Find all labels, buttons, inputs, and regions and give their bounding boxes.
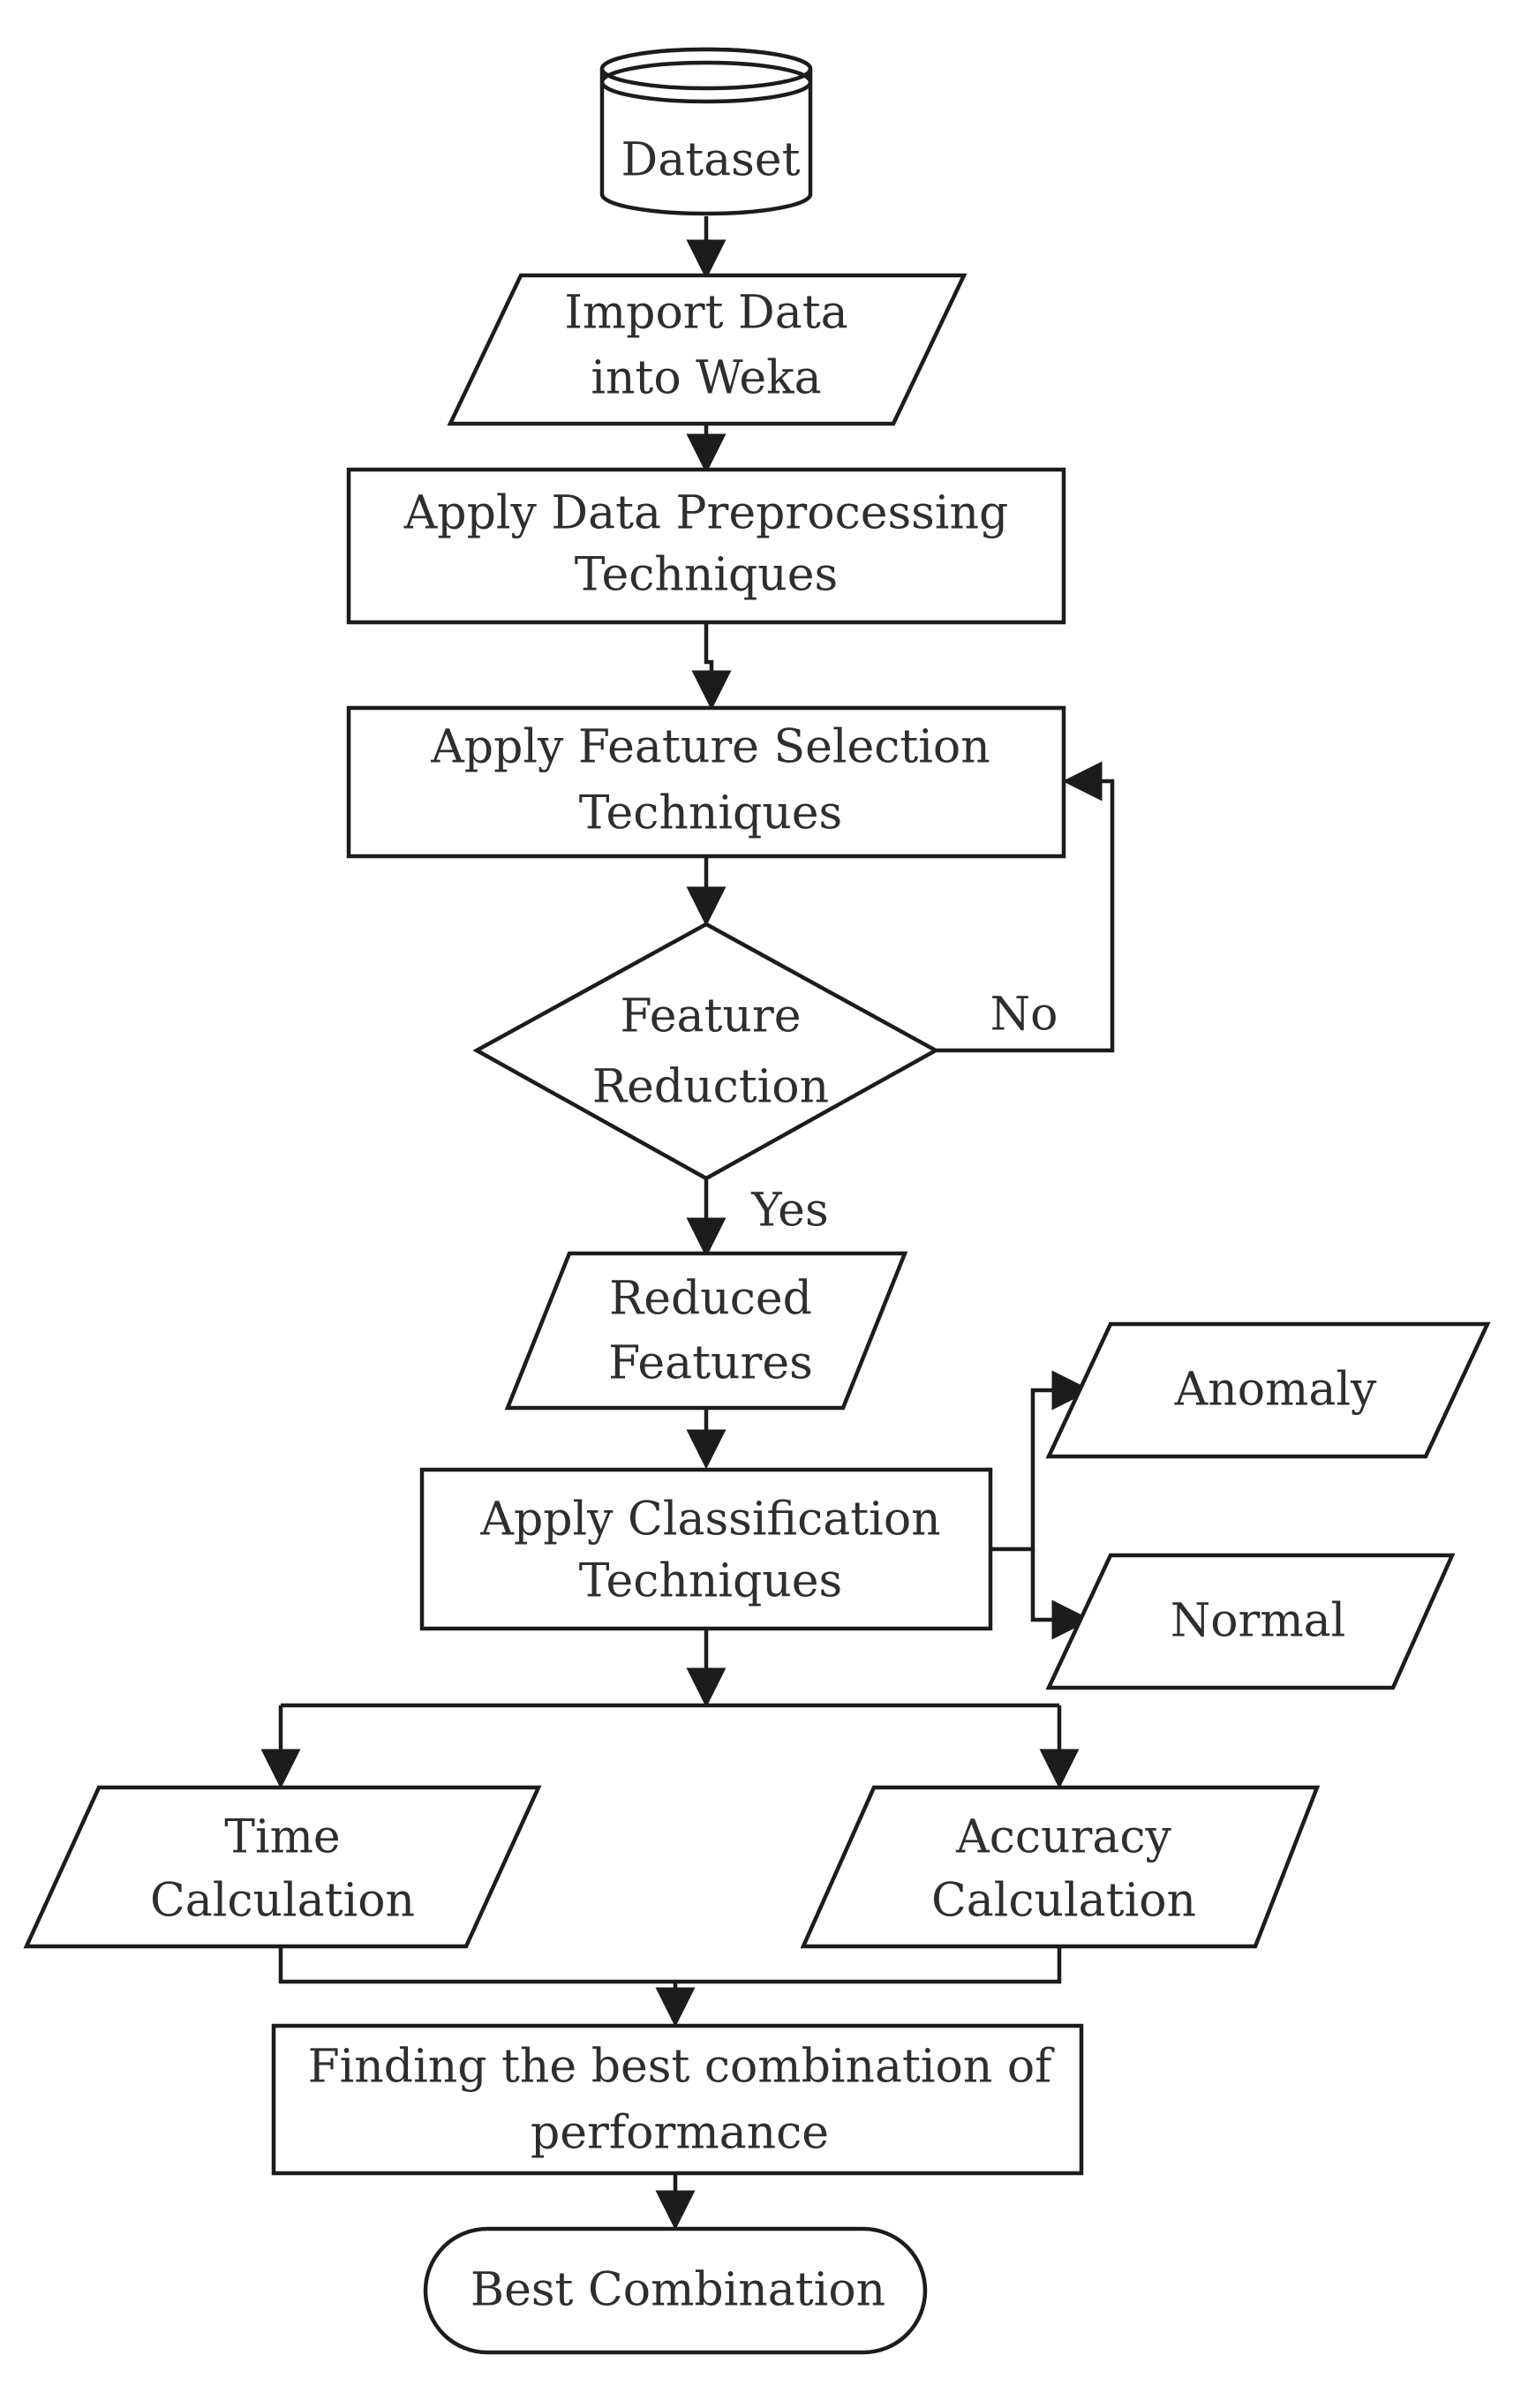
arrow-preprocess-to-feature-select [691, 622, 732, 711]
reduced-features-parallelogram [504, 1251, 908, 1411]
best-combination-label: Best Combination [471, 2264, 885, 2317]
reduced-label-line1: Reduced [609, 1273, 812, 1326]
feature-select-label-line1: Apply Feature Selection [430, 721, 990, 774]
import-label-line2: into Weka [591, 352, 821, 405]
normal-label: Normal [1171, 1595, 1346, 1648]
join-accuracy [675, 1946, 1062, 1984]
connectors [260, 216, 1115, 2231]
arrow-classify-to-normal [1030, 1549, 1092, 1640]
classification-box [419, 1467, 993, 1631]
time-label-line1: Time [224, 1811, 340, 1864]
anomaly-parallelogram [1045, 1321, 1491, 1459]
feature-selection-box [346, 705, 1066, 859]
finding-box [271, 2023, 1084, 2176]
finding-label-line2: performance [531, 2107, 829, 2160]
arrow-classify-to-anomaly [990, 1370, 1092, 1552]
feature-select-label-line2: Techniques [579, 787, 842, 840]
import-data-parallelogram [447, 273, 968, 426]
accuracy-label-line1: Accuracy [955, 1811, 1171, 1864]
normal-parallelogram [1045, 1553, 1456, 1690]
accuracy-calculation-parallelogram [800, 1785, 1321, 1949]
no-label: No [990, 989, 1058, 1042]
finding-label-line1: Finding the best combination of [308, 2041, 1056, 2094]
classify-label-line2: Techniques [579, 1555, 842, 1608]
yes-label: Yes [750, 1185, 828, 1238]
accuracy-label-line2: Calculation [931, 1875, 1196, 1928]
time-label-line2: Calculation [150, 1875, 415, 1928]
decision-label-line2: Reduction [592, 1061, 829, 1114]
labels: Dataset Import Data into Weka Apply Data… [150, 134, 1377, 2317]
cylinder-top [599, 47, 813, 91]
join-time [278, 1946, 675, 1984]
preprocess-label-line2: Techniques [575, 549, 838, 602]
best-combination-terminator [423, 2226, 928, 2355]
feature-reduction-diamond [472, 922, 940, 1181]
preprocess-box [346, 467, 1066, 625]
anomaly-label: Anomaly [1174, 1364, 1377, 1417]
dataset-node [599, 47, 813, 216]
cylinder-rim [599, 60, 813, 104]
import-label-line1: Import Data [564, 287, 847, 340]
preprocess-label-line1: Apply Data Preprocessing [403, 487, 1009, 540]
arrow-decision-no-loop [936, 761, 1115, 1053]
classify-label-line1: Apply Classification [479, 1494, 940, 1546]
decision-label-line1: Feature [620, 990, 801, 1043]
dataset-label: Dataset [621, 134, 801, 187]
reduced-label-line2: Features [608, 1337, 813, 1390]
time-calculation-parallelogram [23, 1785, 542, 1949]
